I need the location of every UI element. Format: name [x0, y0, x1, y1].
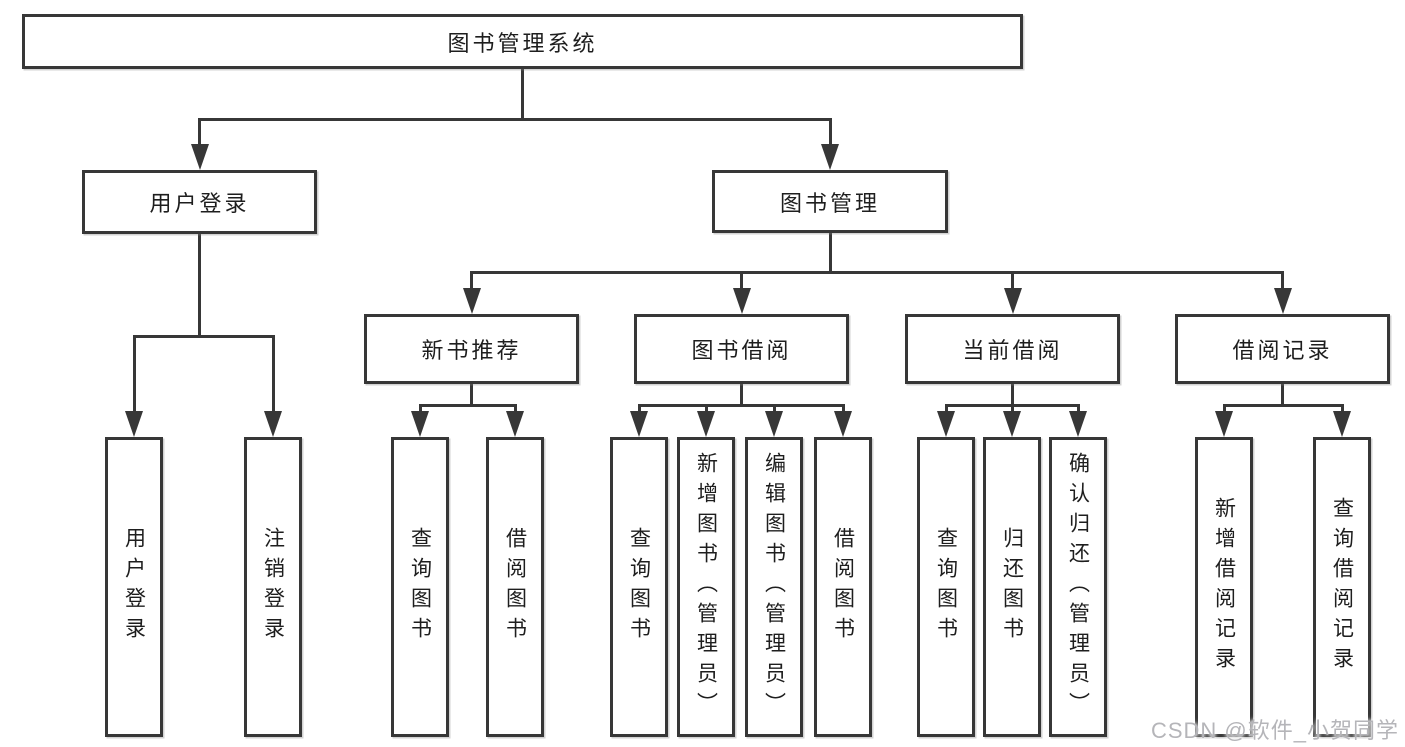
- node-label-query-book-3: 查询图书: [934, 527, 958, 647]
- arrowhead-confirm-return: [1069, 411, 1087, 437]
- node-label-confirm-return: 确认归还（管理员）: [1066, 452, 1090, 722]
- connector-branch-book-borrow: [637, 403, 845, 407]
- diagram-node-new-book-rec: 新书推荐: [364, 314, 579, 384]
- connector-branch-new-book-rec: [418, 403, 517, 407]
- node-label-query-book-2: 查询图书: [627, 527, 651, 647]
- diagram-node-book-borrow: 图书借阅: [634, 314, 849, 384]
- diagram-node-query-book-2: 查询图书: [610, 437, 668, 737]
- node-label-new-book-rec: 新书推荐: [421, 338, 522, 363]
- csdn-watermark: CSDN @软件_小贺同学: [1150, 718, 1399, 743]
- node-label-borrow-book-1: 借阅图书: [503, 527, 527, 647]
- arrowhead-borrow-record: [1273, 288, 1292, 314]
- diagram-node-borrow-book-1: 借阅图书: [486, 437, 544, 737]
- node-label-edit-book: 编辑图书（管理员）: [762, 452, 786, 722]
- arrowhead-new-book-rec: [462, 288, 481, 314]
- arrowhead-query-book-1: [411, 411, 429, 437]
- node-label-return-book: 归还图书: [1000, 527, 1024, 647]
- connector-drop-user-login-menu: [198, 119, 201, 158]
- connector-branch-book-mgmt: [470, 270, 1284, 274]
- arrowhead-logout: [264, 411, 282, 437]
- diagram-node-query-borrow-record: 查询借阅记录: [1313, 437, 1371, 737]
- connector-drop-login: [132, 336, 136, 425]
- node-label-query-book-1: 查询图书: [408, 527, 432, 647]
- diagram-node-root: 图书管理系统: [22, 14, 1023, 69]
- diagram-node-user-login-menu: 用户登录: [82, 170, 317, 234]
- connector-branch-root: [198, 117, 832, 121]
- connector-drop-book-mgmt: [828, 119, 832, 158]
- arrowhead-borrow-book-2: [834, 411, 852, 437]
- node-label-add-borrow-record: 新增借阅记录: [1212, 497, 1236, 677]
- diagram-node-add-borrow-record: 新增借阅记录: [1195, 437, 1253, 737]
- diagram-node-query-book-1: 查询图书: [391, 437, 449, 737]
- connector-branch-borrow-record: [1222, 403, 1344, 407]
- connector-branch-user-login-menu: [132, 334, 275, 338]
- arrowhead-add-book: [697, 411, 715, 437]
- connector-trunk-root: [521, 69, 524, 121]
- node-label-root: 图书管理系统: [447, 30, 598, 56]
- arrowhead-add-borrow-record: [1215, 411, 1233, 437]
- connector-trunk-book-borrow: [740, 384, 743, 407]
- arrowhead-current-borrow: [1003, 288, 1022, 314]
- node-label-borrow-record: 借阅记录: [1232, 338, 1333, 363]
- diagram-node-query-book-3: 查询图书: [917, 437, 975, 737]
- node-label-book-borrow: 图书借阅: [691, 338, 792, 363]
- node-label-user-login-menu: 用户登录: [149, 191, 250, 216]
- connector-drop-logout: [271, 336, 275, 425]
- diagram-node-add-book: 新增图书（管理员）: [677, 437, 735, 737]
- node-label-add-book: 新增图书（管理员）: [694, 452, 718, 722]
- node-label-query-borrow-record: 查询借阅记录: [1330, 497, 1354, 677]
- connector-trunk-user-login-menu: [198, 234, 201, 338]
- connector-trunk-borrow-record: [1281, 384, 1284, 407]
- arrowhead-query-book-2: [630, 411, 648, 437]
- arrowhead-return-book: [1003, 411, 1021, 437]
- node-label-logout: 注销登录: [261, 527, 285, 647]
- connector-trunk-current-borrow: [1011, 384, 1014, 407]
- node-label-login: 用户登录: [122, 527, 146, 647]
- diagram-node-return-book: 归还图书: [983, 437, 1041, 737]
- connector-drop-borrow-record: [1281, 272, 1284, 302]
- arrowhead-query-book-3: [937, 411, 955, 437]
- arrowhead-query-borrow-record: [1333, 411, 1351, 437]
- connector-drop-new-book-rec: [470, 272, 473, 302]
- arrowhead-edit-book: [765, 411, 783, 437]
- node-label-current-borrow: 当前借阅: [962, 338, 1063, 363]
- diagram-node-logout: 注销登录: [244, 437, 302, 737]
- connector-trunk-book-mgmt: [828, 233, 832, 274]
- arrowhead-book-mgmt: [821, 144, 839, 170]
- diagram-node-current-borrow: 当前借阅: [905, 314, 1120, 384]
- diagram-node-borrow-record: 借阅记录: [1175, 314, 1390, 384]
- diagram-node-borrow-book-2: 借阅图书: [814, 437, 872, 737]
- node-label-borrow-book-2: 借阅图书: [831, 527, 855, 647]
- diagram-node-edit-book: 编辑图书（管理员）: [745, 437, 803, 737]
- arrowhead-borrow-book-1: [506, 411, 524, 437]
- arrowhead-user-login-menu: [190, 144, 209, 170]
- connector-drop-book-borrow: [740, 272, 743, 302]
- connector-trunk-new-book-rec: [470, 384, 473, 407]
- diagram-node-confirm-return: 确认归还（管理员）: [1049, 437, 1107, 737]
- diagram-node-book-mgmt: 图书管理: [712, 170, 948, 233]
- diagram-node-login: 用户登录: [105, 437, 163, 737]
- connector-drop-current-borrow: [1011, 272, 1014, 302]
- arrowhead-login: [125, 411, 143, 437]
- node-label-book-mgmt: 图书管理: [779, 190, 880, 216]
- arrowhead-book-borrow: [732, 288, 751, 314]
